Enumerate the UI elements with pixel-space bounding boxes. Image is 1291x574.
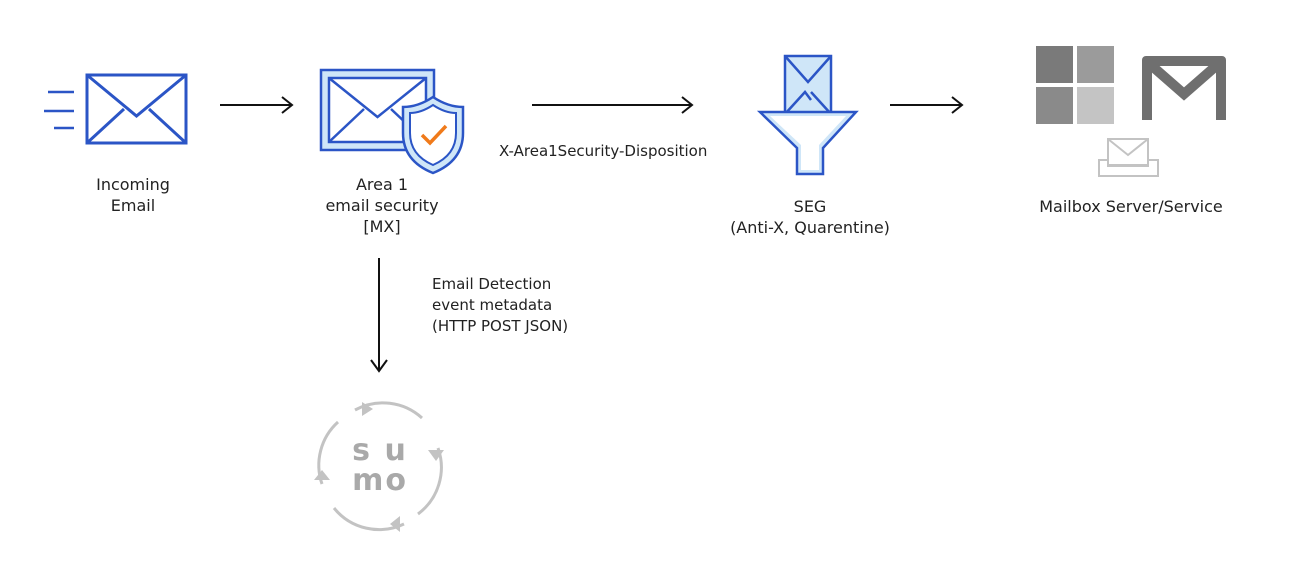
mailbox-label: Mailbox Server/Service [1020, 196, 1242, 217]
seg-label: SEG (Anti-X, Quarentine) [720, 196, 900, 238]
metadata-label-line1: Email Detection [432, 275, 552, 293]
area1-label-line1: Area 1 [355, 175, 409, 194]
inbox-tray-icon [1098, 138, 1159, 177]
seg-label-line1: SEG [793, 197, 827, 216]
sumo-logo-line2: mo [352, 463, 408, 498]
seg-funnel-icon [756, 54, 859, 176]
incoming-label-line2: Email [110, 196, 156, 215]
metadata-label-line2: event metadata [432, 296, 553, 314]
sumo-logo-text: s u mo [340, 436, 420, 496]
disposition-header-label: X-Area1Security-Disposition [499, 142, 708, 160]
incoming-email-icon [44, 73, 188, 145]
gmail-icon [1142, 56, 1226, 120]
metadata-label-line3: (HTTP POST JSON) [432, 317, 569, 335]
arrow-area1-to-sumo [370, 258, 388, 373]
detection-metadata-label: Email Detection event metadata (HTTP POS… [432, 274, 568, 337]
mailbox-label-line1: Mailbox Server/Service [1039, 197, 1223, 216]
arrow-incoming-to-area1 [220, 96, 294, 114]
arrow-seg-to-mailbox [890, 96, 964, 114]
incoming-email-label: Incoming Email [63, 174, 203, 216]
incoming-label-line1: Incoming [96, 175, 170, 194]
area1-shield-email-icon [319, 68, 465, 175]
area1-label-line2: email security [325, 196, 439, 215]
arrow-area1-to-seg [532, 96, 694, 114]
sumo-logic-logo [314, 401, 444, 532]
windows-logo-icon [1036, 46, 1114, 124]
area1-label-line3: [MX] [363, 217, 401, 236]
sumo-logo-line1: s u [352, 433, 408, 468]
seg-label-line2: (Anti-X, Quarentine) [730, 218, 890, 237]
area1-label: Area 1 email security [MX] [302, 174, 462, 237]
